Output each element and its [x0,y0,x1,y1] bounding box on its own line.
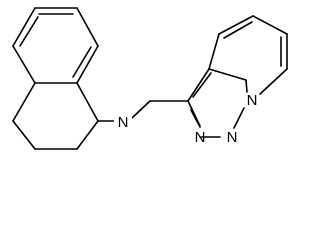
double-bond-inner [223,21,253,39]
bond [208,68,247,81]
triazole-n1-label: N [195,129,206,146]
triazole-ring [187,68,248,138]
bond [12,82,36,122]
atom-label-amine-n: N [114,112,132,131]
bond [259,68,288,95]
bond [12,45,36,84]
bond [76,120,99,150]
double-bond-inner [72,46,92,78]
double-bond-inner [190,109,201,128]
double-bond-inner [192,72,212,98]
pyridine-ring [208,15,288,95]
bond [233,107,245,129]
atom-label-triazole-n1: N [195,129,206,146]
saturated-ring [12,82,99,150]
atom-label-bridgehead-n: N [247,92,258,109]
double-bond-inner [19,16,39,47]
bond [76,7,99,47]
amine-nitrogen-label: N [118,114,129,131]
bond [252,15,288,35]
aromatic-ring-left [12,7,99,84]
bond [218,15,254,35]
structure-diagram: N N N N [12,7,288,150]
bond [131,100,151,119]
bond [12,120,36,150]
bond [245,79,248,93]
bond [208,33,220,70]
bridgehead-nitrogen-label: N [247,92,258,109]
triazole-n2-label: N [227,129,238,146]
molecule-canvas: N N N N [12,7,288,150]
bond [76,82,99,122]
atom-label-triazole-n2: N [227,129,238,146]
bond [76,45,99,84]
bond [12,7,36,47]
bond [187,68,210,102]
